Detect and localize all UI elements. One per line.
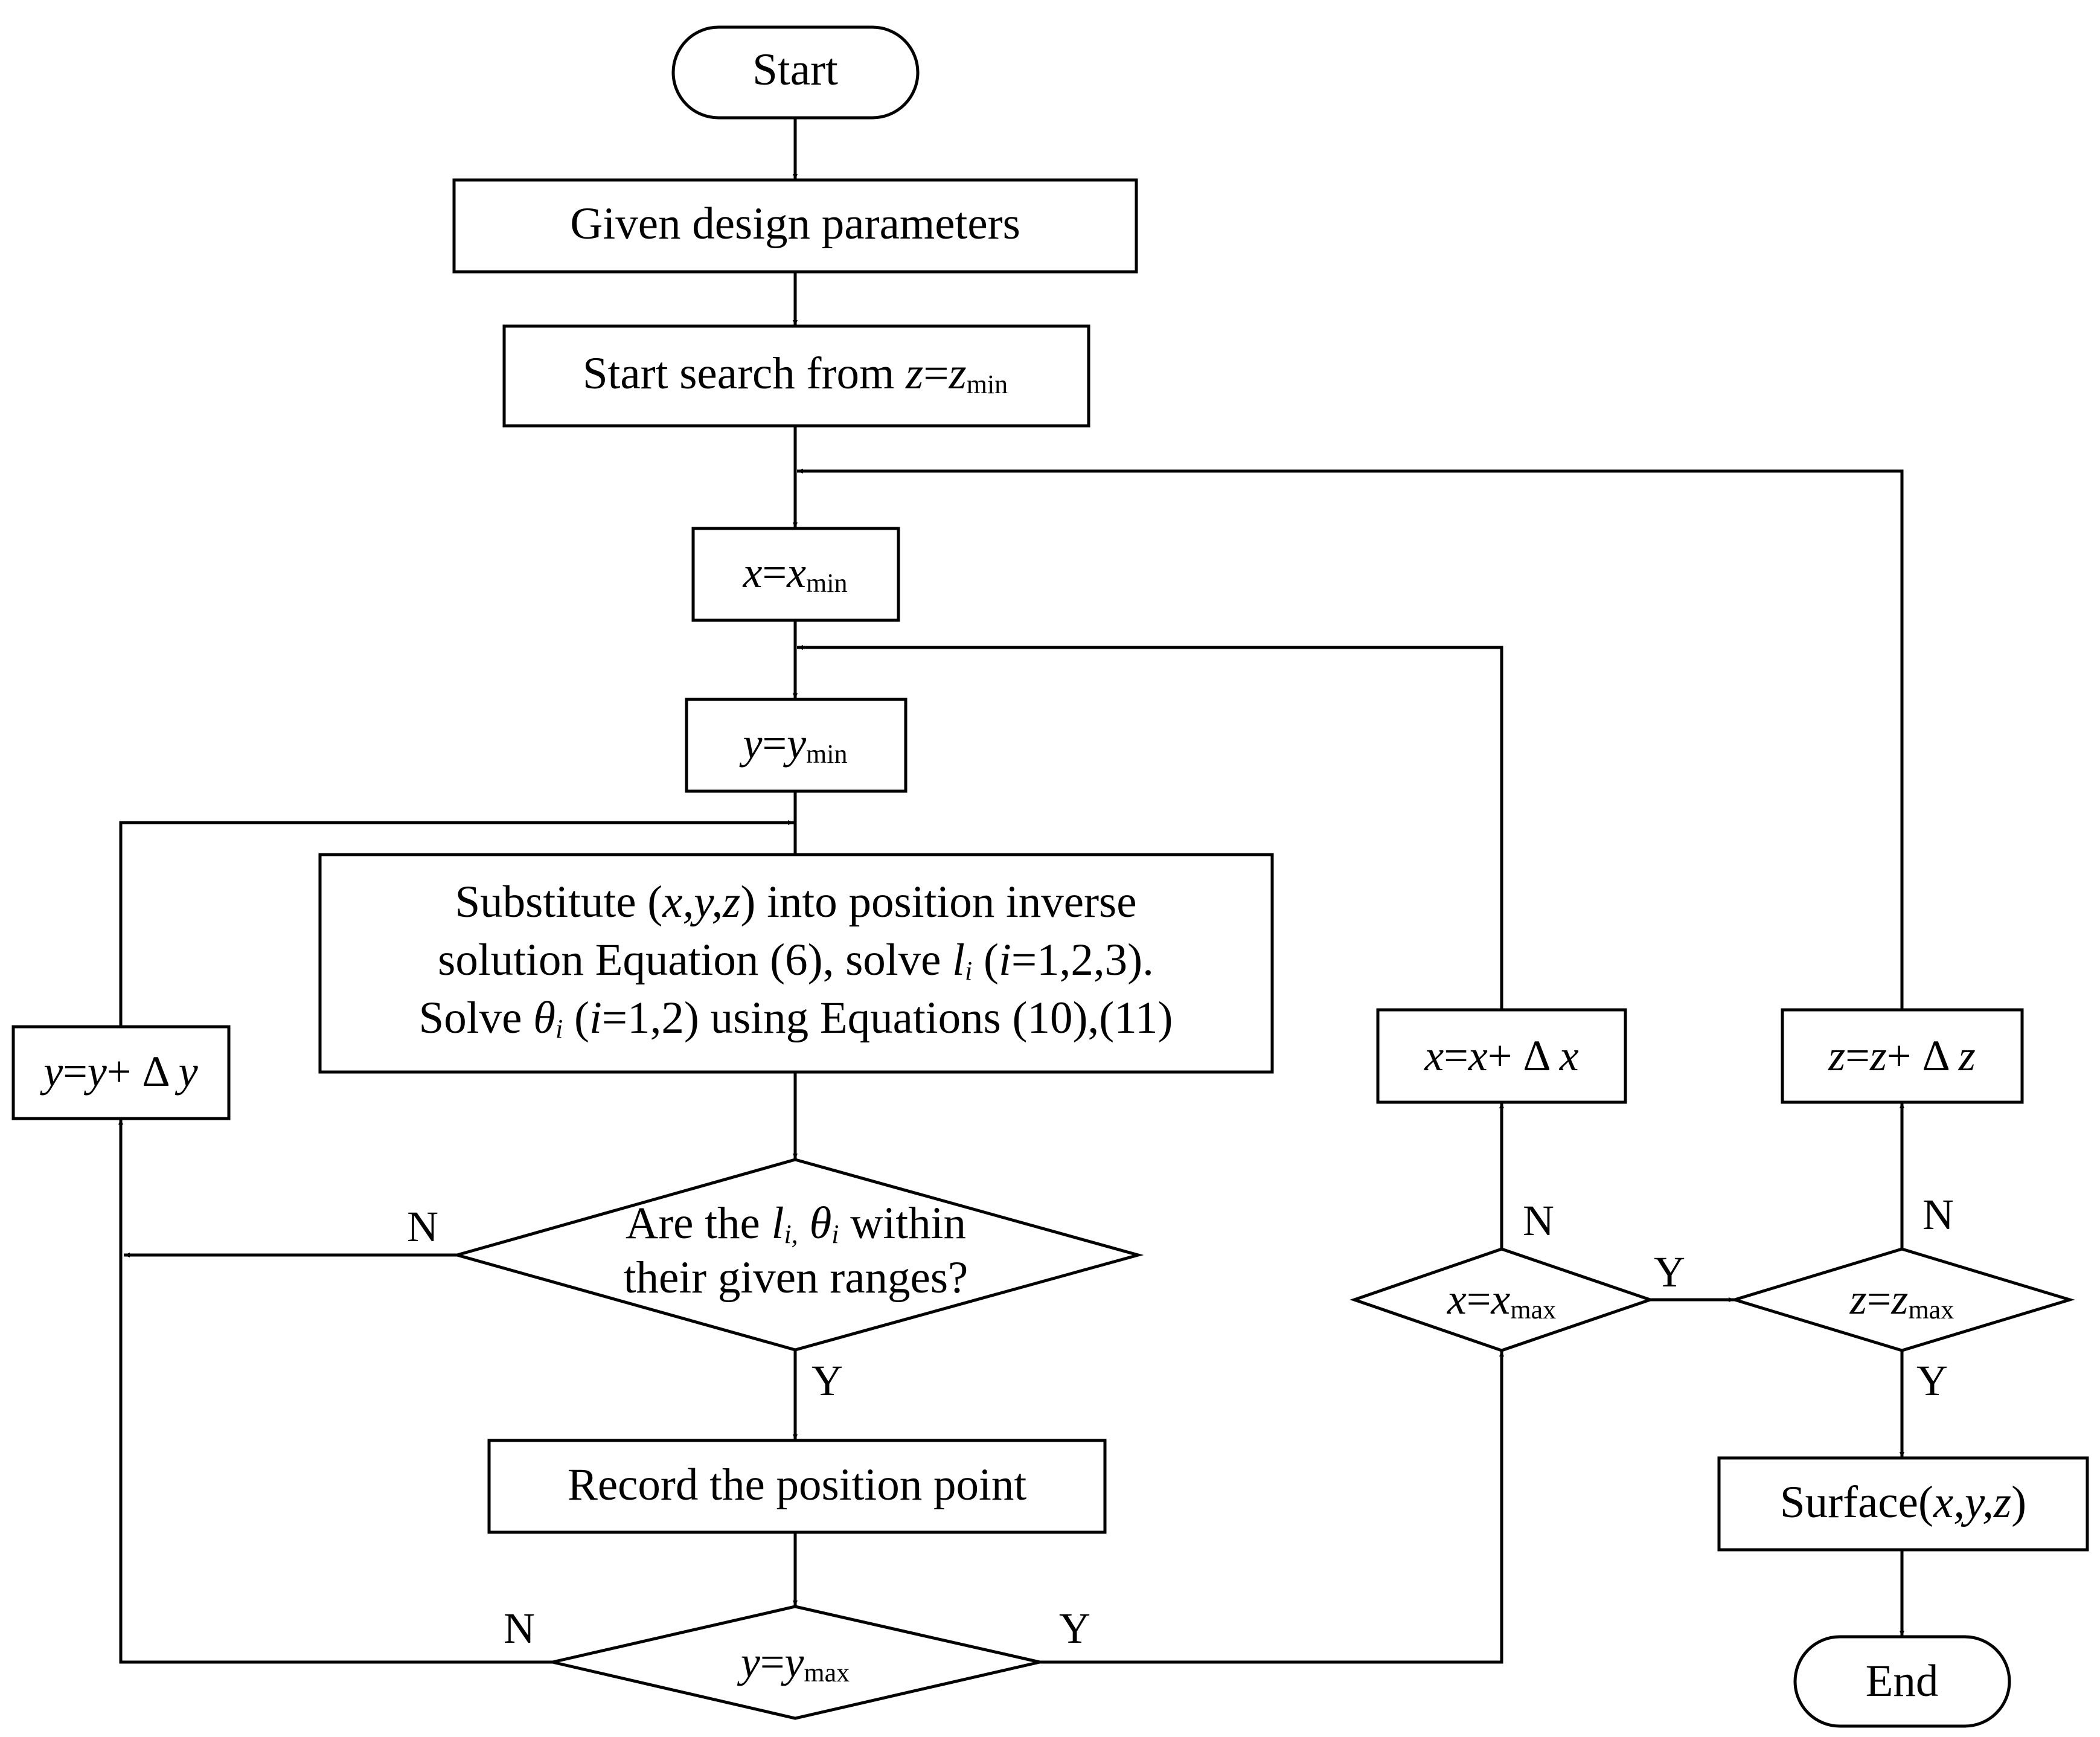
- surface-label: Surface(x,y,z): [1780, 1477, 2026, 1527]
- y-increment-box: y=y+ Δ y: [11, 1025, 231, 1120]
- substitute-line-2: solution Equation (6), solve li (i=1,2,3…: [438, 935, 1154, 986]
- x-init-label: x=xmin: [743, 548, 848, 598]
- x-max-no-label: N: [1523, 1196, 1554, 1245]
- y-max-label: y=ymax: [737, 1638, 850, 1687]
- record-point-box: Record the position point: [487, 1439, 1107, 1534]
- z-max-label: z=zmax: [1849, 1275, 1954, 1324]
- y-max-no-label: N: [504, 1604, 535, 1652]
- record-point-label: Record the position point: [568, 1460, 1026, 1510]
- x-max-label: x=xmax: [1447, 1275, 1556, 1324]
- connectors: [118, 118, 1904, 1664]
- z-increment-box: z=z+ Δ z: [1781, 1008, 2024, 1104]
- end-node: End: [1793, 1635, 2011, 1728]
- range-check-line-1: Are the li, θi within: [626, 1198, 966, 1249]
- z-max-decision: z=zmax: [1729, 1247, 2075, 1352]
- given-parameters-box: Given design parameters: [452, 178, 1138, 274]
- z-max-yes-label: Y: [1916, 1357, 1948, 1405]
- arrow-x-increment-loop: [797, 645, 1503, 1010]
- start-search-label: Start search from z=zmin: [583, 348, 1008, 399]
- x-increment-box: x=x+ Δ x: [1376, 1008, 1627, 1104]
- range-check-decision: Are the li, θi within their given ranges…: [451, 1158, 1144, 1352]
- given-parameters-label: Given design parameters: [570, 199, 1020, 249]
- range-check-line-2: their given ranges?: [624, 1253, 968, 1303]
- substitute-line-1: Substitute (x,y,z) into position inverse: [455, 877, 1136, 927]
- z-max-no-label: N: [1922, 1190, 1954, 1239]
- range-check-no-label: N: [407, 1202, 438, 1251]
- x-increment-label: x=x+ Δ x: [1424, 1032, 1578, 1080]
- arrow-z-increment-loop: [797, 469, 1904, 1010]
- start-node: Start: [671, 25, 920, 120]
- surface-box: Surface(x,y,z): [1717, 1456, 2089, 1552]
- x-init-box: x=xmin: [691, 527, 900, 622]
- y-max-decision: y=ymax: [552, 1605, 1040, 1720]
- range-check-yes-label: Y: [812, 1357, 843, 1405]
- x-max-yes-label: Y: [1654, 1248, 1685, 1296]
- arrow-y-max-yes: [1040, 1350, 1504, 1664]
- z-increment-label: z=z+ Δ z: [1828, 1032, 1976, 1080]
- start-search-box: Start search from z=zmin: [502, 324, 1090, 428]
- substitute-line-3: Solve θi (i=1,2) using Equations (10),(1…: [419, 993, 1173, 1044]
- y-init-label: y=ymin: [739, 719, 848, 769]
- x-max-decision: x=xmax: [1349, 1247, 1655, 1352]
- substitute-box: Substitute (x,y,z) into position inverse…: [318, 853, 1274, 1074]
- y-max-yes-label: Y: [1059, 1604, 1090, 1652]
- end-label: End: [1866, 1656, 1939, 1706]
- y-init-box: y=ymin: [685, 698, 908, 793]
- start-label: Start: [752, 45, 838, 95]
- arrow-y-max-no: [118, 1119, 552, 1664]
- arrow-y-increment-loop: [119, 820, 794, 1027]
- y-increment-label: y=y+ Δ y: [39, 1047, 197, 1096]
